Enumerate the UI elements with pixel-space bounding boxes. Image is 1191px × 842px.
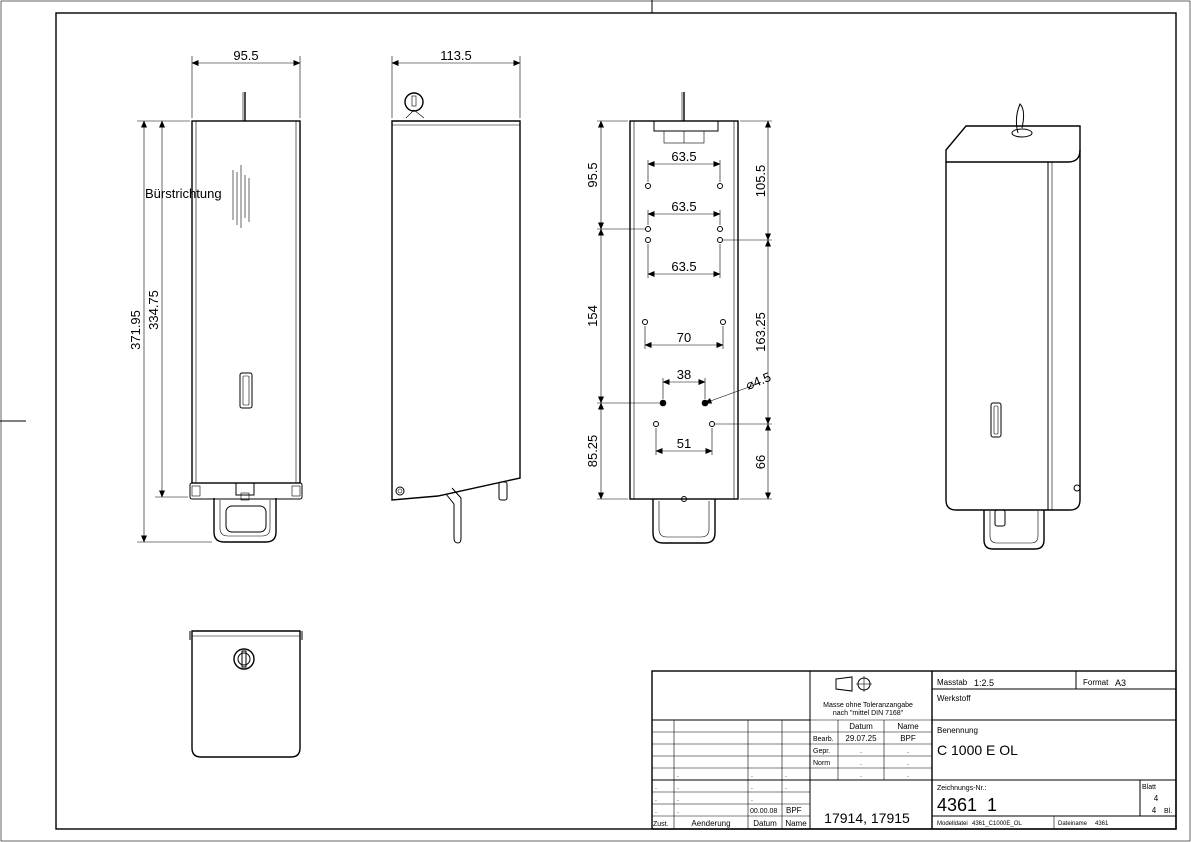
dim-hole-spacing-1: 63.5 [671, 149, 696, 164]
row-norm-label: Norm [813, 760, 830, 767]
tolerance-note-line1: Masse ohne Toleranzangabe [823, 702, 913, 709]
rev-row2-zust: . [655, 784, 657, 791]
benennung-value: C 1000 E OL [937, 742, 1018, 758]
header-name: Name [897, 722, 919, 731]
rev-row2-datum: . [751, 784, 753, 791]
tolerance-note-line2: nach "mittel DIN 7168" [833, 710, 904, 717]
norm-name: . [907, 760, 909, 767]
label-format: Format [1083, 678, 1109, 687]
row-gepr-label: Gepr. [813, 748, 830, 755]
rev-row1-aenderung: . [677, 772, 679, 779]
side-view [391, 92, 521, 544]
dim-right-mid: 163.25 [753, 312, 768, 352]
label-masstab: Masstab [937, 678, 968, 687]
label-blatt: Blatt [1142, 784, 1156, 791]
label-werkstoff: Werkstoff [937, 694, 971, 703]
back-view [629, 92, 739, 544]
rev-row1-datum: . [751, 772, 753, 779]
format-value: A3 [1115, 678, 1126, 688]
label-datum: Datum [753, 819, 777, 828]
dim-hole-spacing-3: 63.5 [671, 259, 696, 274]
dim-right-top: 105.5 [753, 165, 768, 198]
dim-hole-spacing-2: 63.5 [671, 199, 696, 214]
blatt-total: 4 [1152, 806, 1157, 815]
dim-hole-spacing-6: 51 [677, 436, 691, 451]
rev-datum: 00.00.08 [750, 808, 777, 815]
dim-left-top: 95.5 [585, 162, 600, 187]
label-name: Name [785, 819, 807, 828]
bearb-name: BPF [900, 734, 916, 743]
label-zust: Zust. [653, 821, 669, 828]
zeichnungs-nr-value: 4361 1 [937, 795, 997, 815]
dim-overall-height: 371.95 [128, 310, 143, 350]
header-datum: Datum [849, 722, 873, 731]
rev-row3-datum: . [751, 796, 753, 803]
dim-side-depth: 113.5 [440, 48, 472, 63]
bottom-view [189, 630, 303, 758]
gepr-name: . [907, 748, 909, 755]
bearb-datum: 29.07.25 [845, 734, 877, 743]
dim-left-mid: 154 [585, 305, 600, 327]
label-modelldatei: Modelldatei [937, 821, 968, 827]
rev-row3-zust: . [655, 796, 657, 803]
blank-name: . [907, 772, 909, 779]
brush-direction-label: Bürstrichtung [145, 186, 222, 201]
front-view [189, 92, 303, 543]
rev-row2-aenderung: . [677, 784, 679, 791]
norm-datum: . [860, 760, 862, 767]
label-bl: Bl. [1164, 808, 1172, 815]
front-view-dimensions [137, 56, 301, 543]
dim-hole-diameter: ⌀4.5 [744, 369, 774, 393]
back-view-dimensions [597, 120, 772, 500]
dim-hole-spacing-5: 38 [677, 367, 691, 382]
row-bearb-label: Bearb. [813, 736, 834, 743]
dim-right-bottom: 66 [753, 455, 768, 469]
modelldatei-value: 4361_C1000E_OL [972, 821, 1022, 827]
blatt-value: 4 [1154, 794, 1159, 803]
rev-row3-aenderung: . [677, 796, 679, 803]
dim-front-width: 95.5 [233, 48, 258, 63]
rev-row2-name: . [785, 784, 787, 791]
dim-body-height: 334.75 [146, 290, 161, 330]
dim-hole-spacing-4: 70 [677, 330, 691, 345]
label-aenderung: Aenderung [691, 819, 730, 828]
label-dateiname: Dateiname [1058, 821, 1088, 827]
label-benennung: Benennung [937, 726, 978, 735]
gepr-datum: . [860, 748, 862, 755]
rev-row1-name: . [785, 772, 787, 779]
reference-numbers: 17914, 17915 [824, 810, 910, 826]
dim-left-bottom: 85.25 [585, 435, 600, 468]
rev-name: BPF [786, 806, 802, 815]
isometric-view [945, 103, 1081, 550]
rev-row4-zust: . [655, 808, 657, 815]
title-block [651, 670, 1177, 830]
masstab-value: 1:2.5 [974, 678, 994, 688]
side-view-dimensions [391, 56, 521, 118]
blank-datum: . [860, 772, 862, 779]
label-zeichnungs-nr: Zeichnungs-Nr.: [937, 785, 986, 792]
rev-row4-aenderung: . [677, 808, 679, 815]
dateiname-value: 4361 [1095, 821, 1109, 827]
